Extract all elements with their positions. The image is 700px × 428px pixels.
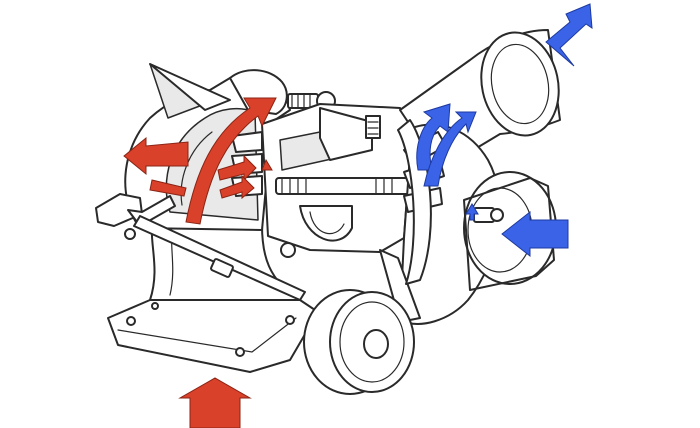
wastegate-actuator <box>303 289 415 395</box>
exhaust-small-arrow <box>261 158 273 171</box>
oil-inlet-fitting <box>365 115 381 139</box>
actuator-rod <box>133 215 306 301</box>
compressor-flow-arrow <box>416 103 451 171</box>
exhaust-inlet-arrow <box>178 377 252 428</box>
flange-bolt-hole <box>285 315 295 325</box>
exhaust-outlet-tail <box>149 179 187 197</box>
compressed-air-outlet-arrow <box>545 3 593 67</box>
flange-bolt-hole <box>151 302 159 310</box>
exhaust-wheel-arrow-2 <box>219 174 255 200</box>
housing-bolt <box>280 242 296 258</box>
flange-bolt-hole <box>126 316 136 326</box>
rod-adjuster <box>210 258 234 278</box>
compressor-flow-arrow-2 <box>423 111 477 187</box>
flange-bolt-hole <box>235 347 245 357</box>
exhaust-wheel-arrow-1 <box>217 154 257 182</box>
turbine-shaft <box>275 177 417 195</box>
exhaust-turbine-flow-arrow <box>185 97 277 225</box>
exhaust-outlet-arrow <box>123 136 189 176</box>
air-intake-arrow <box>501 210 569 258</box>
center-bearing-housing <box>261 103 417 258</box>
wastegate-actuator-linkage <box>95 193 306 301</box>
compressor-small-arrow <box>465 203 479 221</box>
